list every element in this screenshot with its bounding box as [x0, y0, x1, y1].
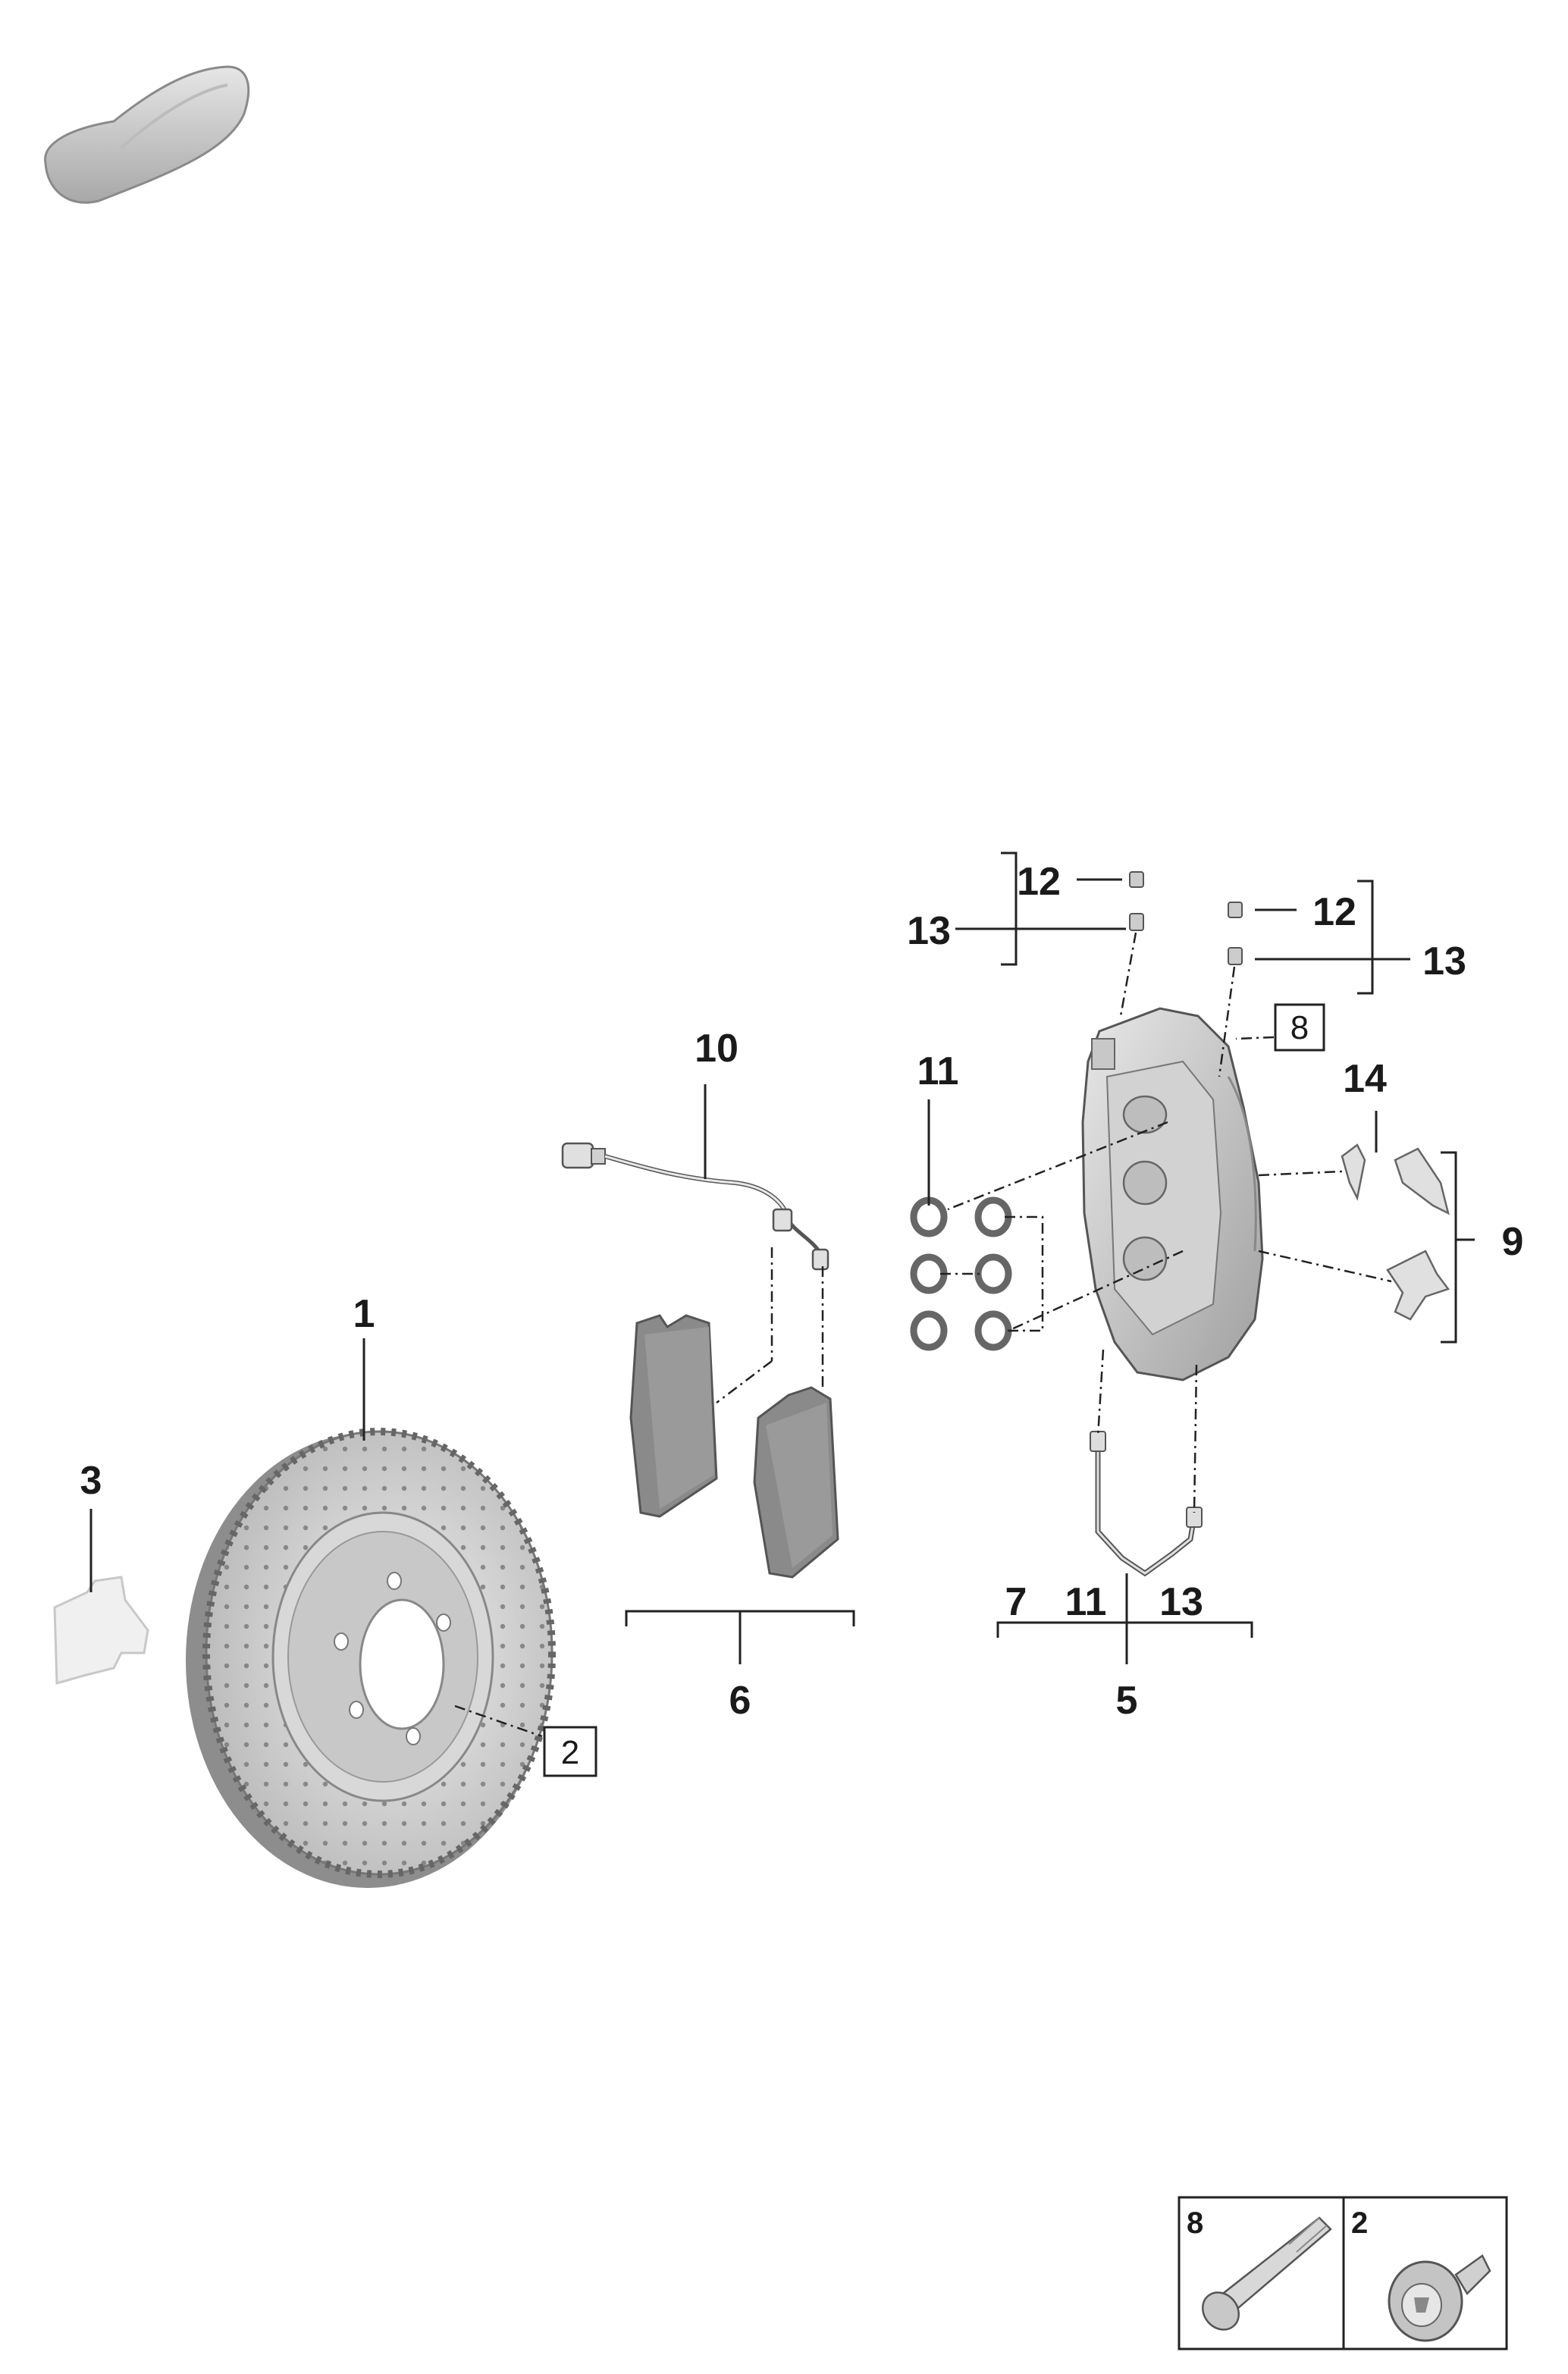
brake-disc-part [186, 1428, 556, 1888]
boxed-callout-8: 8 [1274, 1003, 1325, 1052]
vehicle-silhouette-icon [44, 65, 250, 204]
callout-2: 2 [561, 1734, 579, 1771]
spring-clips-part [1341, 1143, 1450, 1321]
callout-12-left: 12 [1017, 860, 1061, 904]
callout-7: 7 [1005, 1580, 1027, 1624]
callout-13-left: 13 [907, 909, 951, 953]
callout-13-bottom: 13 [1159, 1580, 1203, 1624]
callout-11-bottom: 11 [1065, 1580, 1107, 1624]
legend-label-2: 2 [1351, 2206, 1368, 2240]
seal-rings-part [910, 1196, 1012, 1351]
callout-8: 8 [1290, 1009, 1309, 1046]
callout-5: 5 [1116, 1679, 1138, 1723]
flange-screw-icon [1388, 2254, 1491, 2342]
callout-9: 9 [1502, 1220, 1524, 1264]
dust-shield-part [53, 1576, 149, 1685]
brake-line-part [1090, 1431, 1203, 1577]
callout-3: 3 [80, 1459, 102, 1503]
wear-sensor-part [561, 1142, 829, 1271]
bleeder-valves-part [1129, 871, 1243, 965]
brake-caliper-part [1081, 1007, 1264, 1381]
fastener-legend: 8 2 [1178, 2196, 1508, 2350]
callout-6: 6 [729, 1679, 751, 1723]
callout-14: 14 [1343, 1057, 1387, 1101]
boxed-callout-2: 2 [543, 1726, 597, 1777]
bolt-icon [1202, 2216, 1332, 2331]
callout-13-right: 13 [1422, 939, 1466, 983]
callout-1: 1 [353, 1292, 375, 1336]
brake-pad-set-part [629, 1314, 839, 1579]
callout-11-top: 11 [917, 1049, 959, 1093]
callout-12-right: 12 [1312, 890, 1356, 934]
callout-10: 10 [695, 1027, 739, 1071]
legend-label-8: 8 [1187, 2206, 1203, 2240]
leader-lines [89, 851, 1475, 1738]
